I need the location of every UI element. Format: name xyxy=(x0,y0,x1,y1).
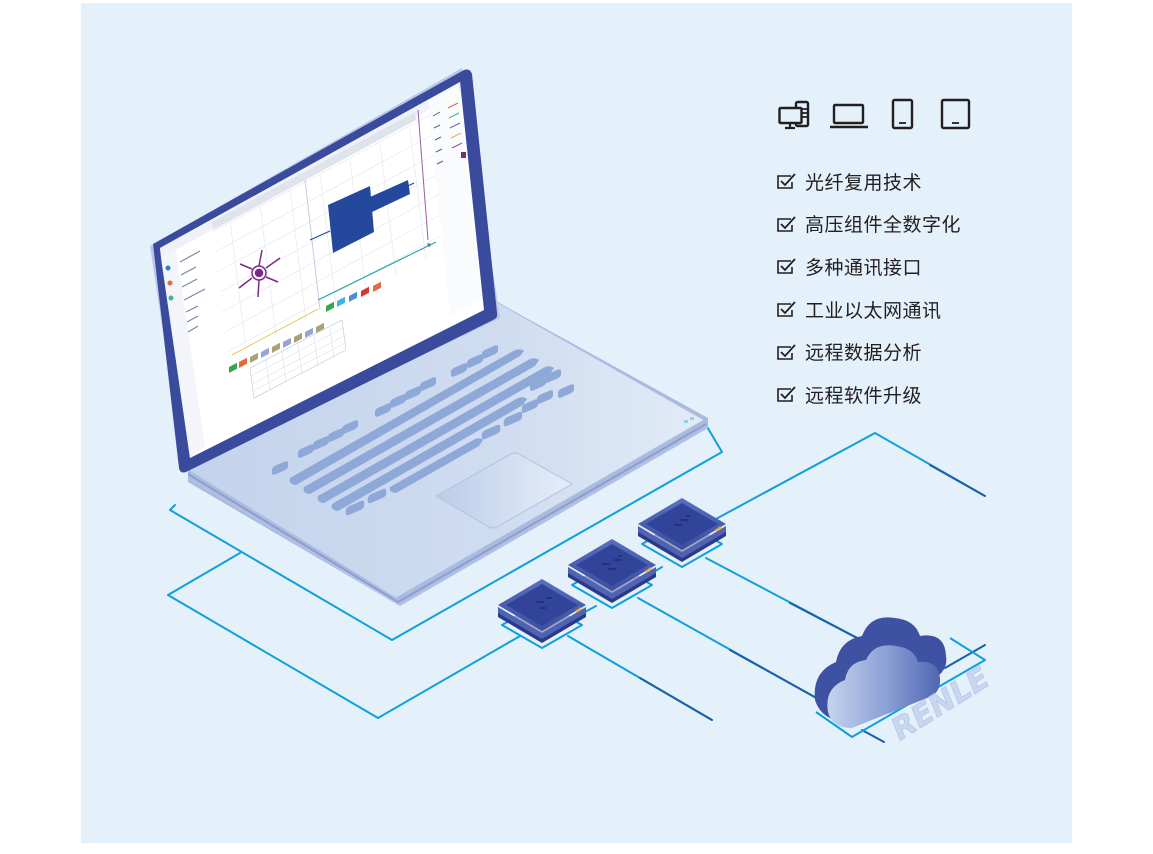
status-tags xyxy=(229,281,381,373)
feature-label: 远程数据分析 xyxy=(805,342,923,365)
feature-label: 光纤复用技术 xyxy=(805,171,923,194)
feature-label: 高压组件全数字化 xyxy=(805,214,962,237)
data-table xyxy=(249,319,347,399)
key-row-2 xyxy=(303,358,539,494)
waveform-chart xyxy=(309,180,415,253)
tablet-icon xyxy=(940,98,971,130)
checkbox-checked-icon xyxy=(777,173,796,190)
laptop-screen xyxy=(150,68,500,473)
cloud-icon xyxy=(814,617,986,738)
key-row-1 xyxy=(289,349,524,485)
network-line-cloud-back xyxy=(944,644,986,669)
key-row-5 xyxy=(389,438,483,493)
checkbox-checked-icon xyxy=(777,344,796,360)
key-row-3 xyxy=(317,366,554,503)
feature-item: 工业以太网通讯 xyxy=(776,288,961,331)
constellation-plot xyxy=(238,249,281,298)
key-row-4 xyxy=(331,397,527,511)
feature-label: 远程软件升级 xyxy=(805,384,923,407)
feature-item: 光纤复用技术 xyxy=(776,160,961,203)
network-lines xyxy=(167,424,986,743)
feature-label: 工业以太网通讯 xyxy=(805,299,942,322)
network-device-2 xyxy=(568,539,656,609)
feature-item: 远程数据分析 xyxy=(776,330,961,373)
checkbox-checked-icon xyxy=(777,386,796,403)
phone-icon xyxy=(891,98,914,130)
feature-item: 多种通讯接口 xyxy=(776,245,961,288)
feature-label: 多种通讯接口 xyxy=(805,256,923,279)
laptop-outline-frame-1 xyxy=(169,424,723,641)
feature-item: 远程软件升级 xyxy=(776,373,961,416)
feature-list: 光纤复用技术 高压组件全数字化 多种通讯接口 工业以太网通讯 远程数据分析 远程… xyxy=(776,160,961,416)
network-device-1 xyxy=(498,579,586,649)
checkbox-checked-icon xyxy=(777,301,796,317)
trackpad xyxy=(434,452,574,529)
desktop-computer-icon xyxy=(778,100,810,130)
status-led-1 xyxy=(684,420,688,423)
feature-item: 高压组件全数字化 xyxy=(776,203,961,246)
function-keys xyxy=(271,345,499,475)
status-led-2 xyxy=(690,417,694,420)
network-device-3 xyxy=(638,498,726,568)
checkbox-checked-icon xyxy=(777,216,796,232)
laptop-outline-frame-2 xyxy=(167,552,521,719)
checkbox-checked-icon xyxy=(777,258,796,275)
keyboard xyxy=(271,345,575,516)
network-line-upper xyxy=(713,432,986,521)
laptop-icon xyxy=(830,103,868,129)
